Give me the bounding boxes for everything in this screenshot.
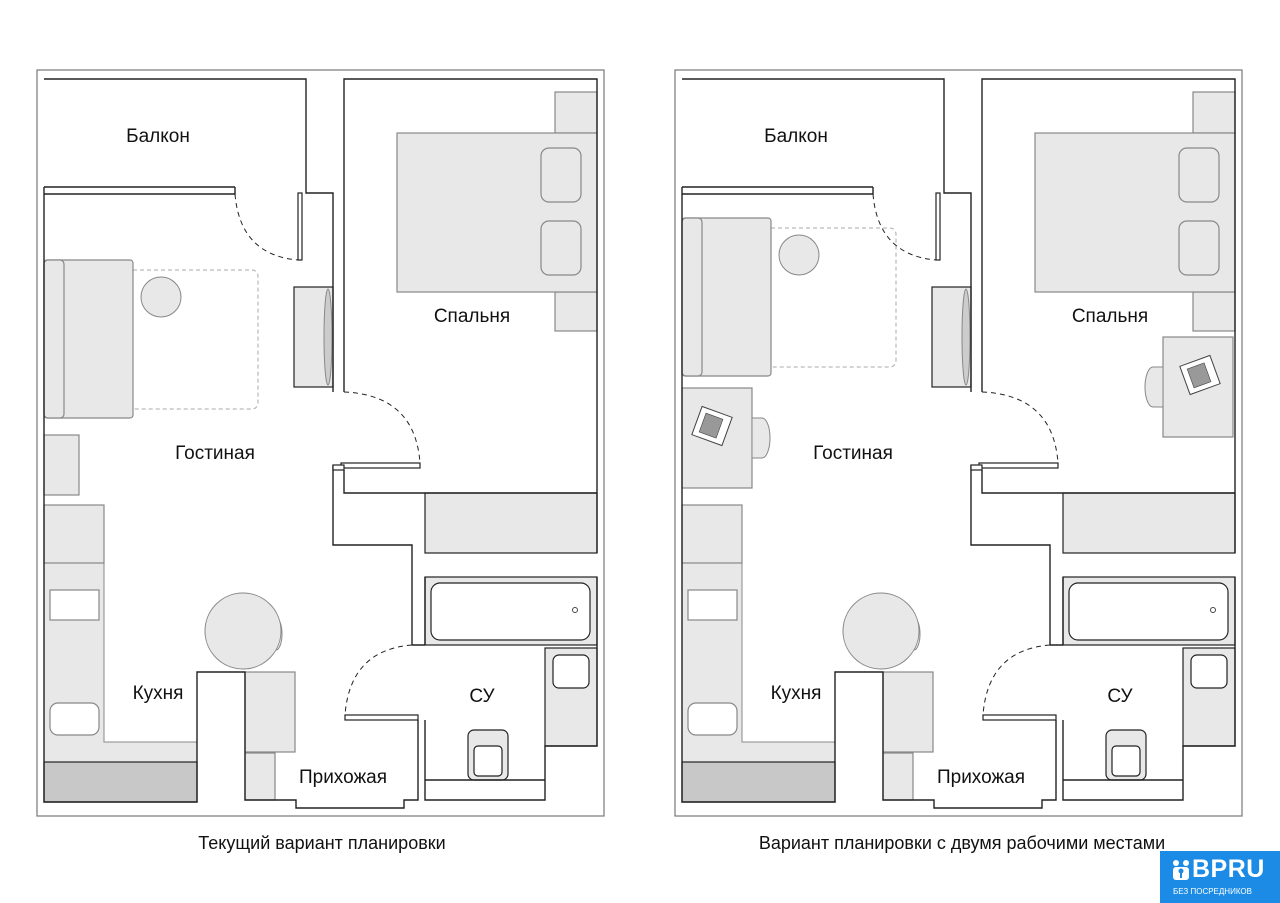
bathtub [430,582,591,641]
room-label-balcony: Балкон [764,126,828,147]
plan-two-workplaces [674,69,1243,817]
laptop-icon [691,405,733,447]
coffee-table [140,276,182,318]
bathroom-door-leaf [344,714,419,721]
pillow [540,220,582,276]
dining-table [842,592,920,670]
logo-brand: BPRU [1192,855,1265,883]
counter-worktop [43,761,198,803]
desk-chair [751,417,771,459]
door-swing [344,644,413,716]
curtain [323,288,333,386]
plan-frame [36,69,605,817]
nightstand [554,91,598,134]
fridge [43,504,105,564]
plan-frame [674,69,1243,817]
bathtub-drain [572,607,578,613]
door-swing [872,193,937,261]
nightstand [1192,91,1236,134]
room-label-kitchen: Кухня [133,683,184,704]
room-label-living: Гостиная [813,443,893,464]
bedroom-door-leaf [340,462,421,469]
room-label-balcony: Балкон [126,126,190,147]
kitchen-sink [49,589,100,621]
bathtub [1068,582,1229,641]
stove [49,702,100,736]
bpru-logo[interactable]: BPRU БЕЗ ПОСРЕДНИКОВ [1160,851,1280,903]
pillow [1178,147,1220,203]
cabinet [43,434,80,496]
room-label-hall: Прихожая [299,767,387,788]
pillow [1178,220,1220,276]
sink [552,654,590,689]
balcony-door-leaf [935,192,941,261]
bedroom-door-leaf [978,462,1059,469]
stove [687,702,738,736]
bedroom-wardrobe [424,492,598,554]
room-label-living: Гостиная [175,443,255,464]
shoe-rack [882,752,914,801]
room-label-bathroom: СУ [1107,686,1133,707]
wall-stub [970,464,983,471]
bathroom-door-leaf [982,714,1057,721]
people-key-icon [1173,860,1189,880]
room-label-hall: Прихожая [937,767,1025,788]
curtain [961,288,971,386]
door-swing [234,193,299,261]
caption-two-workplaces: Вариант планировки с двумя рабочими мест… [759,833,1165,853]
sofa-arm [43,259,65,419]
door-swing [982,644,1051,716]
dining-table [204,592,282,670]
bedroom-wardrobe [1062,492,1236,554]
wall-stub [332,464,345,471]
hall-wardrobe [882,671,934,753]
bathtub-drain [1210,607,1216,613]
coffee-table [778,234,820,276]
door-swing [343,391,421,464]
caption-current: Текущий вариант планировки [198,833,445,853]
pillow [540,147,582,203]
kitchen-sink [687,589,738,621]
desk-chair [1144,366,1164,408]
door-swing [981,391,1059,464]
room-label-bedroom: Спальня [1072,306,1148,327]
room-label-bathroom: СУ [469,686,495,707]
hall-wardrobe [244,671,296,753]
room-label-bedroom: Спальня [434,306,510,327]
logo-tagline: БЕЗ ПОСРЕДНИКОВ [1173,887,1252,896]
counter-worktop [681,761,836,803]
shoe-rack [244,752,276,801]
nightstand [554,291,598,332]
sofa-arm [681,217,703,377]
plan-current [36,69,605,817]
laptop-icon [1179,354,1221,396]
sink [1190,654,1228,689]
balcony-door-leaf [297,192,303,261]
fridge [681,504,743,564]
toilet-seat [473,745,503,777]
room-label-kitchen: Кухня [771,683,822,704]
toilet-seat [1111,745,1141,777]
nightstand [1192,291,1236,332]
